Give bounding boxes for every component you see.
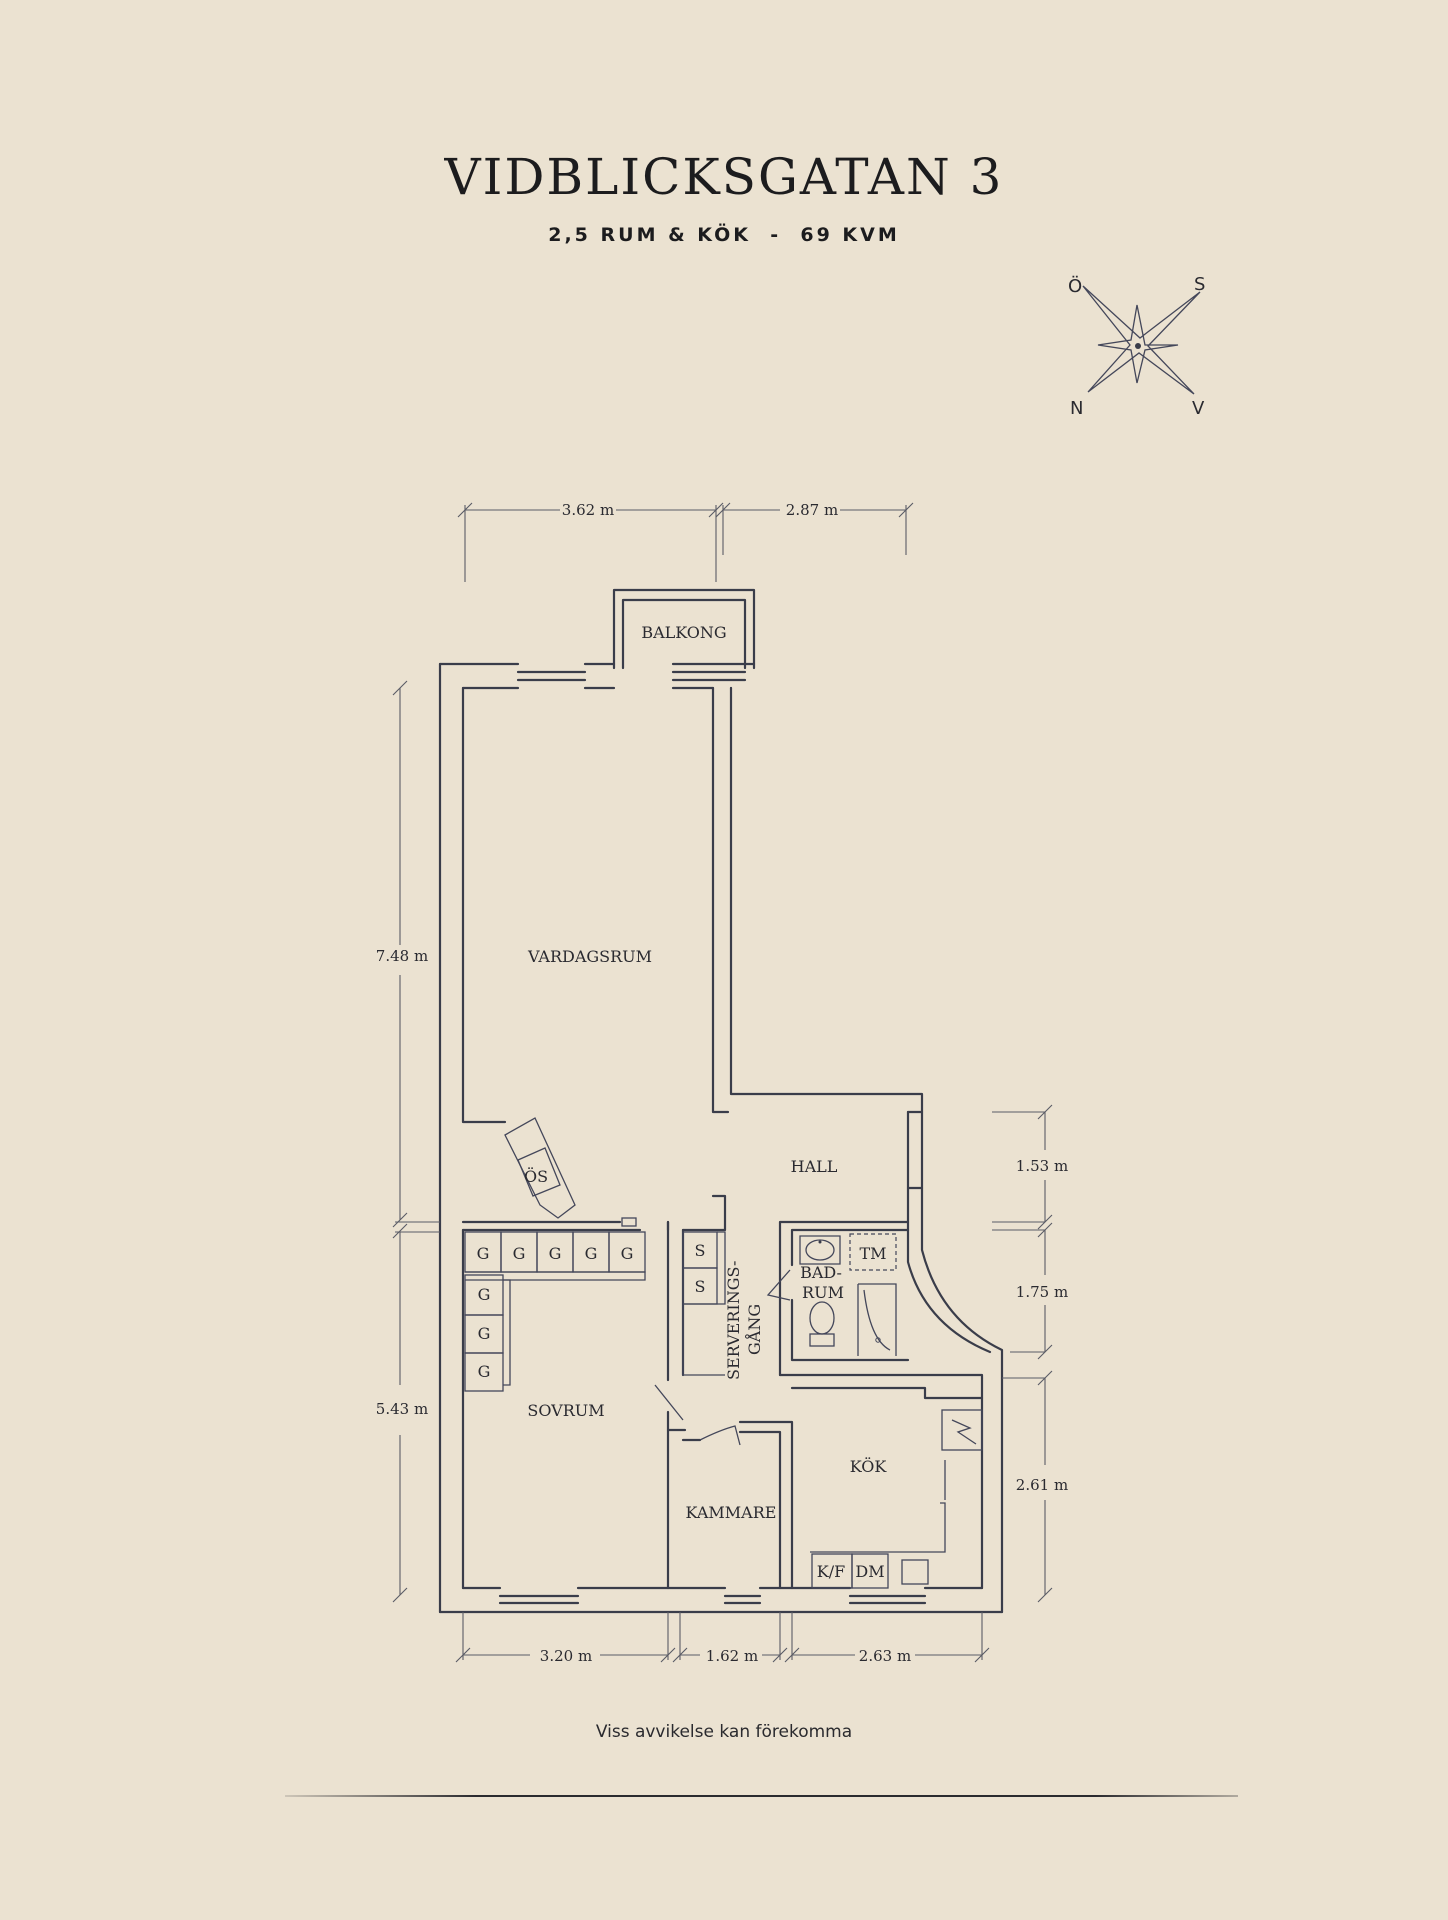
fixture-label-tm: TM [859,1244,886,1263]
dimension-top-left: 3.62 m [562,501,614,519]
outer-walls [438,662,1004,1614]
wardrobe-label: G [585,1244,598,1263]
compass-icon: Ö S N V [1068,274,1205,419]
wardrobe-label: G [513,1244,526,1263]
compass-label-east: Ö [1068,275,1082,297]
room-label-hall: HALL [791,1157,838,1176]
wardrobe-label: G [478,1285,491,1304]
wardrobe-label: G [478,1324,491,1343]
wardrobe-label: G [621,1244,634,1263]
compass-label-north: N [1070,398,1083,419]
dimension-top-right: 2.87 m [786,501,838,519]
room-label-serveringsgang: SERVERINGS- [724,1261,743,1380]
room-label-sovrum: SOVRUM [527,1401,604,1420]
compass-label-west: V [1192,398,1205,419]
disclaimer-text: Viss avvikelse kan förekomma [595,1722,853,1742]
room-label-kammare: KAMMARE [686,1503,777,1522]
fixtures [464,1117,983,1589]
fixture-label-os: ÖS [524,1166,548,1186]
room-label-balkong: BALKONG [641,623,726,642]
dimension-bottom-left: 3.20 m [540,1647,592,1665]
svg-text:SERVERINGS-: SERVERINGS- [724,1261,743,1380]
dimension-left-upper: 7.48 m [376,947,428,965]
dimension-bottom-mid: 1.62 m [706,1647,758,1665]
wardrobe-label: G [549,1244,562,1263]
page-title: VIDBLICKSGATAN 3 [444,148,1004,206]
interior-walls [461,1194,984,1590]
compass-label-south: S [1194,274,1205,295]
dimension-lines [392,502,1053,1663]
room-label-kok: KÖK [850,1456,888,1476]
room-label-serveringsgang-2: GÅNG [744,1304,764,1355]
balcony [612,588,756,670]
room-label-badrum-1: BAD- [800,1263,842,1282]
dimension-right-bath: 1.75 m [1016,1283,1068,1301]
dimension-right-hall: 1.53 m [1016,1157,1068,1175]
dimension-bottom-right: 2.63 m [859,1647,911,1665]
room-label-badrum-2: RUM [802,1283,844,1302]
fixture-label-kf: K/F [817,1562,845,1581]
room-label-vardagsrum: VARDAGSRUM [527,947,652,966]
dimension-left-lower: 5.43 m [376,1400,428,1418]
wardrobe-label: G [478,1362,491,1381]
storage-label: S [695,1277,706,1296]
fixture-label-dm: DM [855,1562,884,1581]
wardrobe-label: G [477,1244,490,1263]
dimension-right-kitchen: 2.61 m [1016,1476,1068,1494]
storage-label: S [695,1241,706,1260]
footer-divider [285,1795,1238,1797]
page-subtitle: 2,5 RUM & KÖK - 69 KVM [548,224,900,246]
